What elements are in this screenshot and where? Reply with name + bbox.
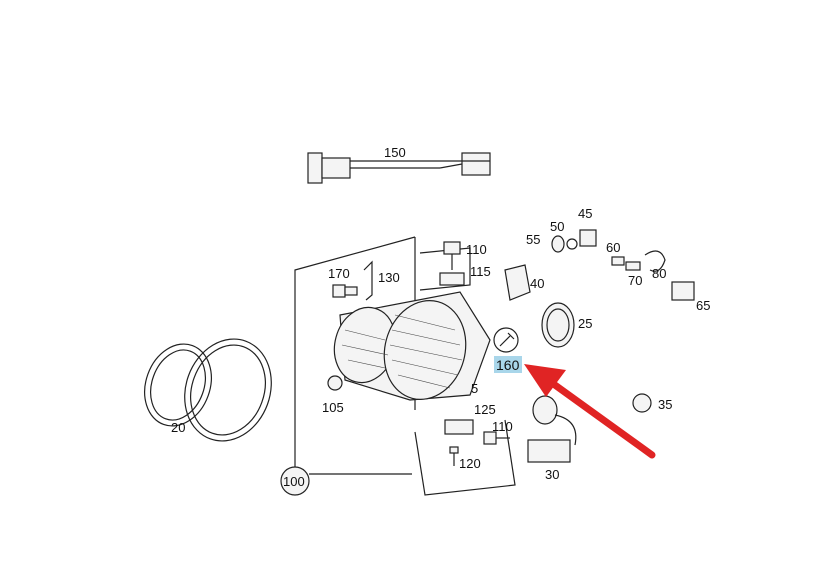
label-110-bottom: 110 — [492, 419, 513, 434]
label-65: 65 — [696, 298, 710, 313]
part-120-pin: 120 — [449, 446, 481, 471]
part-60-bulb: 60 — [606, 240, 625, 266]
label-20: 20 — [171, 420, 185, 435]
label-110-top: 110 — [466, 242, 487, 257]
part-150-harness: 150 — [307, 145, 491, 184]
label-160: 160 — [496, 357, 520, 373]
label-60: 60 — [606, 240, 620, 255]
label-40: 40 — [530, 276, 544, 291]
label-70: 70 — [628, 273, 642, 288]
label-170: 170 — [328, 266, 350, 281]
label-25: 25 — [578, 316, 592, 331]
part-30-control-unit: 30 — [527, 395, 577, 482]
part-110-screw-bottom: 110 — [483, 419, 513, 445]
label-115: 115 — [470, 264, 491, 279]
part-20-bezel-ring: 20 — [144, 338, 272, 442]
part-130-bracket: 130 — [363, 260, 400, 301]
label-80: 80 — [652, 266, 666, 281]
label-30: 30 — [545, 467, 559, 482]
red-arrow-indicator — [524, 364, 656, 459]
part-45-socket: 45 — [578, 206, 597, 247]
part-100-group-bracket: 100 — [280, 236, 516, 496]
part-170-bolt: 170 — [328, 266, 358, 298]
label-5: 5 — [471, 381, 478, 396]
label-35: 35 — [658, 397, 672, 412]
part-55-bulb: 55 — [526, 232, 565, 253]
label-105: 105 — [322, 400, 344, 415]
part-40-module: 40 — [504, 264, 544, 301]
label-45: 45 — [578, 206, 592, 221]
label-100: 100 — [283, 474, 305, 489]
label-55: 55 — [526, 232, 540, 247]
part-65-bulb: 65 — [671, 281, 710, 313]
part-115-clip: 115 — [439, 264, 491, 286]
part-25-cap: 25 — [541, 302, 592, 348]
part-160-wrench: 160 — [493, 327, 522, 373]
part-50-ring: 50 — [550, 219, 578, 250]
label-50: 50 — [550, 219, 564, 234]
part-105-washer: 105 — [322, 375, 344, 415]
part-110-screw-top: 110 — [443, 241, 487, 270]
label-120: 120 — [459, 456, 481, 471]
part-80-wire: 80 — [644, 250, 666, 281]
part-5-headlamp: 5 — [333, 291, 491, 401]
part-70-bulb: 70 — [625, 261, 642, 288]
label-150: 150 — [384, 145, 406, 160]
part-125-plate: 125 — [444, 402, 496, 435]
highlight-160 — [494, 356, 522, 373]
label-130: 130 — [378, 270, 400, 285]
part-35-bulb: 35 — [632, 393, 672, 413]
label-125: 125 — [474, 402, 496, 417]
